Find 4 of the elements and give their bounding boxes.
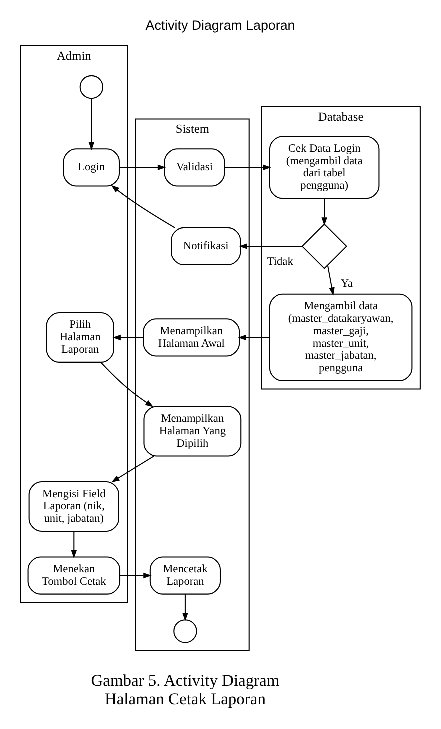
caption: Gambar 5. Activity Diagram Halaman Cetak Laporan (91, 670, 280, 708)
diagram-title: Activity Diagram Laporan (146, 18, 296, 33)
edge-label: Tidak (267, 256, 294, 268)
edge-label: Ya (341, 278, 354, 290)
